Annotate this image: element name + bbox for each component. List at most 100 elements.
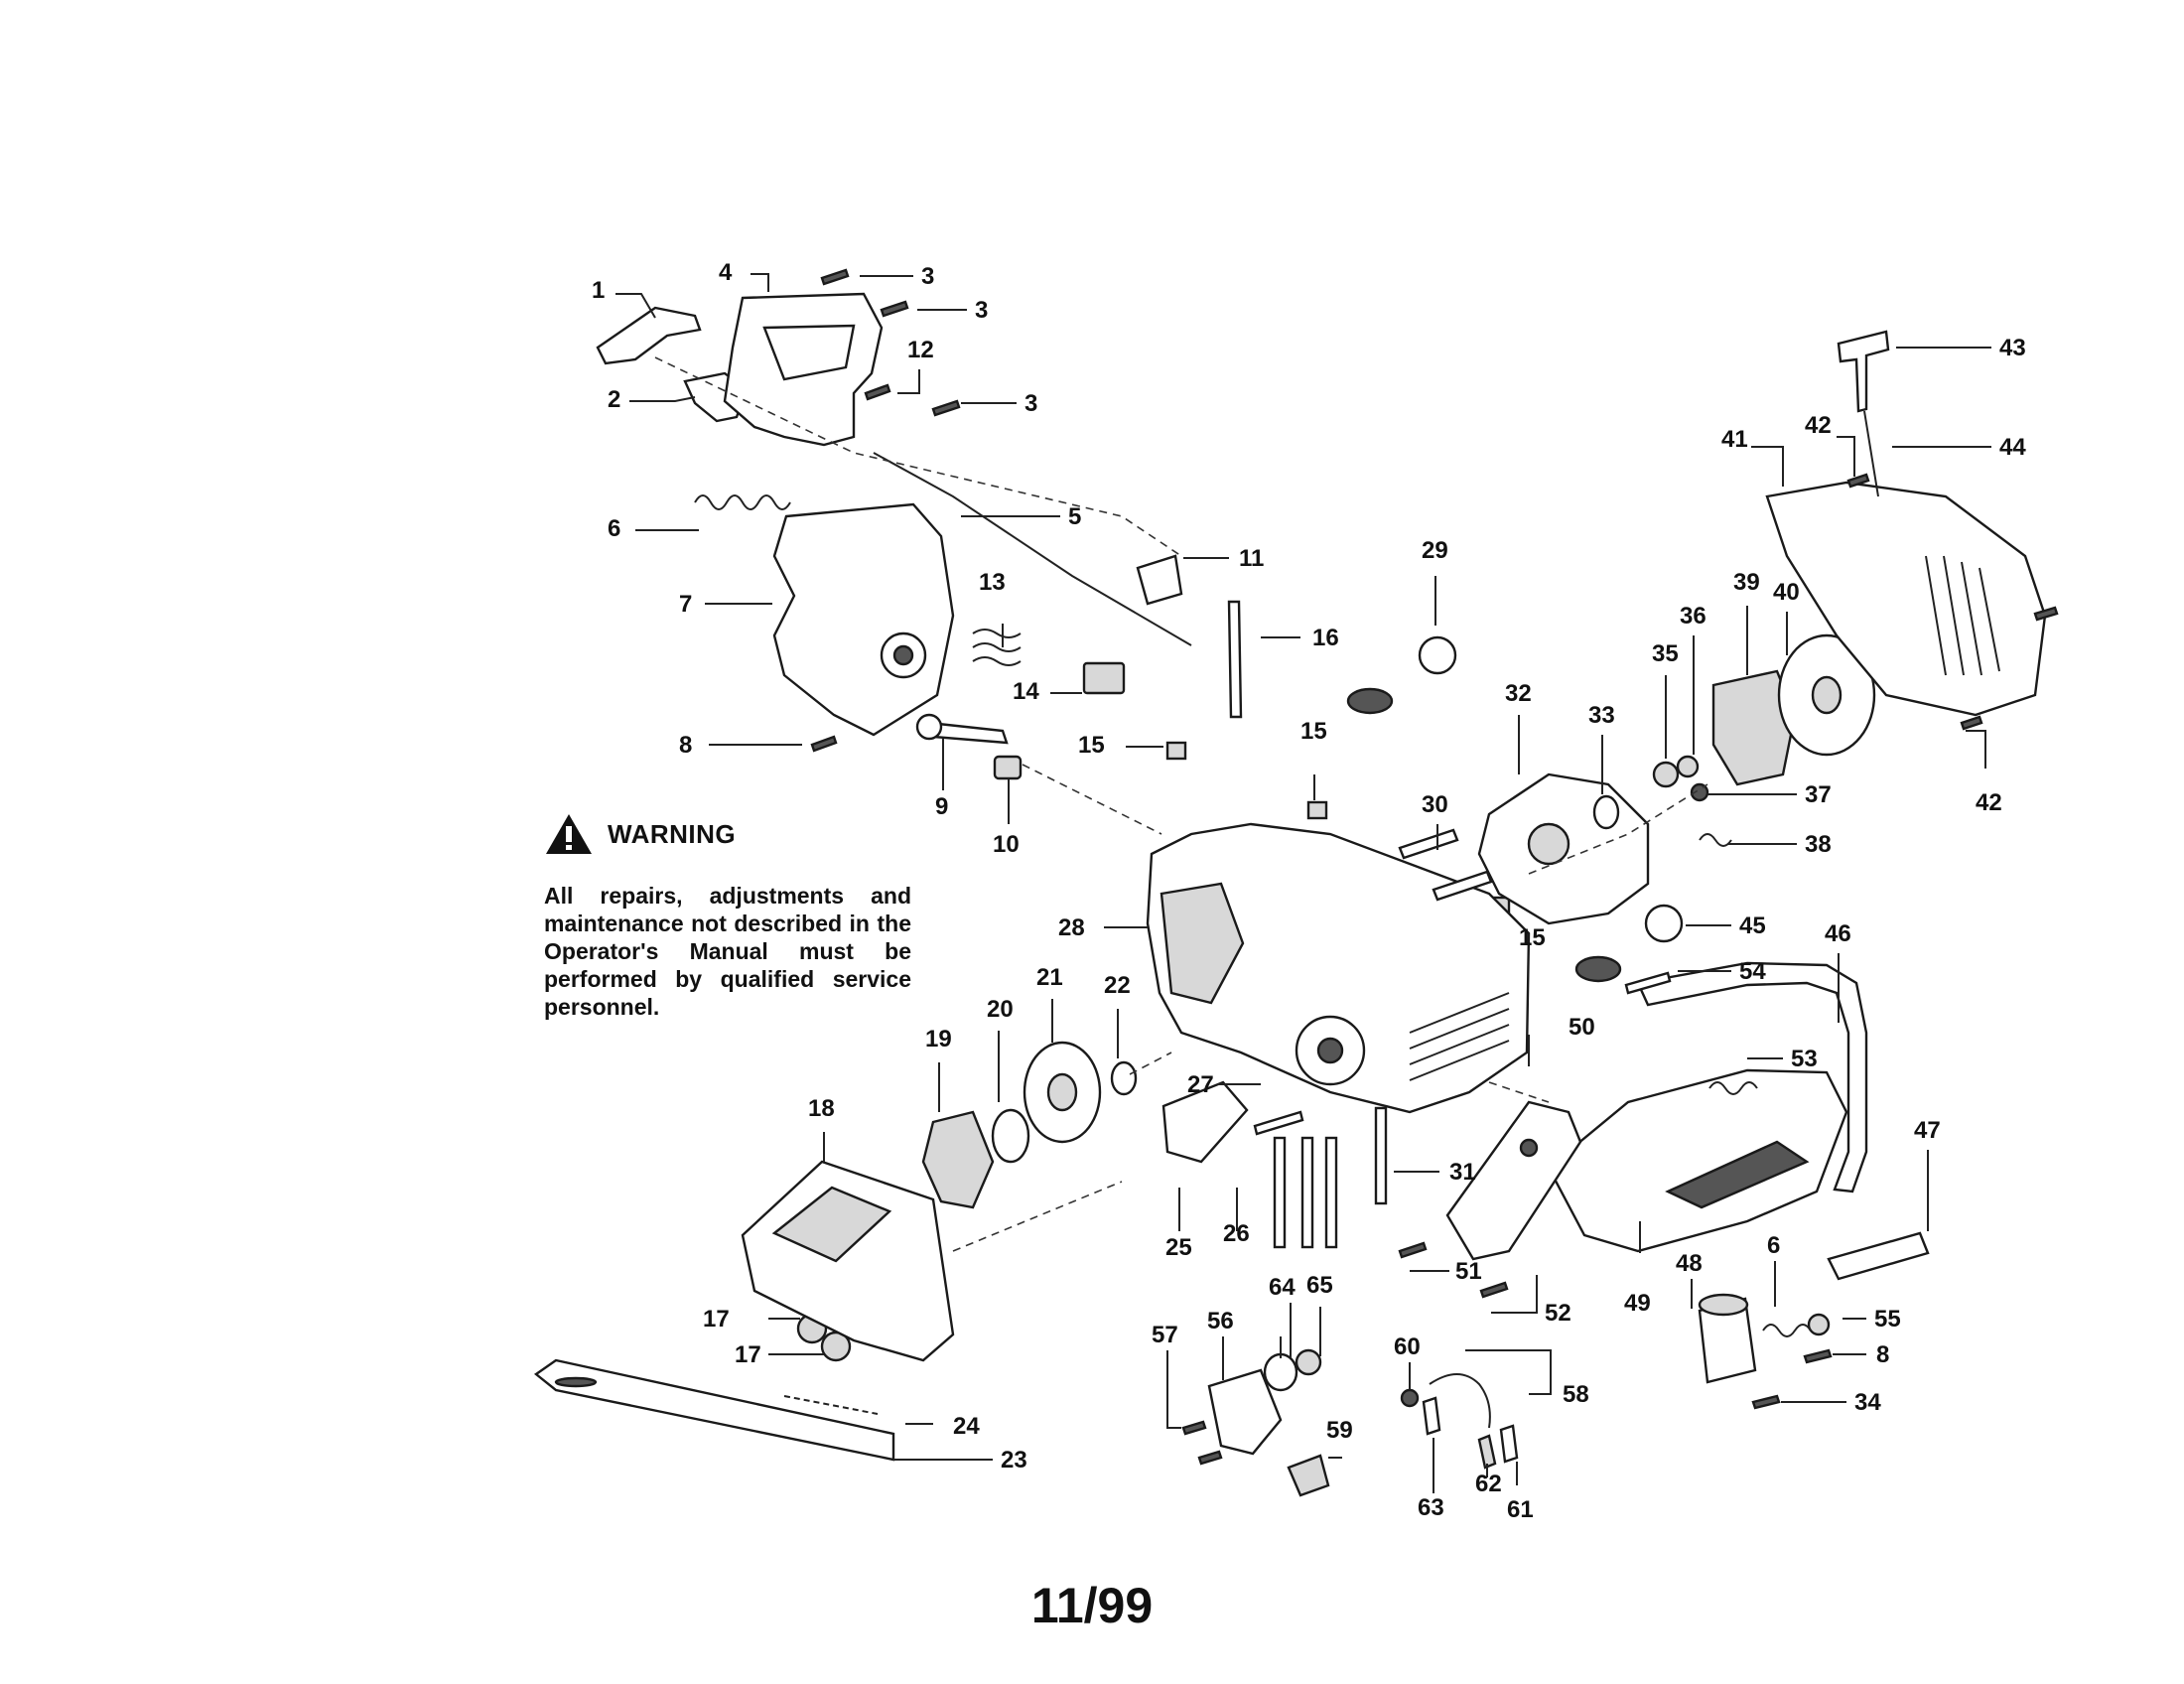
callout-40: 40 [1773,579,1800,606]
part-51-screw [1398,1241,1428,1259]
part-26-bolt [1273,1136,1287,1249]
part-27-bolt [1253,1110,1304,1136]
callout-10: 10 [993,831,1020,858]
assembly-line [952,1181,1123,1252]
part-41-vent-grille [1925,555,2000,676]
callout-8-lower: 8 [1876,1341,1889,1368]
part-64-washer [1263,1352,1298,1392]
part-22-washer [1110,1060,1138,1096]
part-52-screw [1479,1281,1509,1299]
callout-61: 61 [1507,1496,1534,1523]
part-3-screw [931,399,961,417]
part-10-clip [993,755,1023,780]
part-55-washer [1807,1313,1831,1336]
callout-25: 25 [1165,1234,1192,1261]
part-25-plate [1161,1080,1249,1164]
part-65-gear [1295,1348,1322,1376]
part-54-pin [1624,971,1672,995]
callout-14: 14 [1013,678,1039,705]
part-53-spring [1708,1081,1758,1095]
callout-20: 20 [987,996,1014,1023]
part-28-cylinder-port [1316,1037,1344,1064]
callout-11: 11 [1239,545,1264,572]
callout-29: 29 [1422,537,1448,564]
part-6-spring-lower [1762,1324,1812,1337]
callout-51: 51 [1455,1258,1482,1285]
part-26-bolt [1324,1136,1338,1249]
part-14-switch [1082,661,1126,695]
callout-56: 56 [1207,1308,1234,1334]
part-56-plate [1207,1368,1283,1456]
part-32-flywheel-hub [1527,822,1570,866]
part-23-guide-bar [533,1358,895,1462]
part-11-block [1136,554,1183,606]
part-47-label [1827,1231,1930,1281]
callout-47: 47 [1914,1117,1941,1144]
callout-15a: 15 [1078,732,1105,759]
callout-52: 52 [1545,1300,1571,1327]
part-35-nut [1652,761,1680,788]
callout-16: 16 [1312,625,1339,651]
callout-55: 55 [1874,1306,1901,1333]
callout-1: 1 [592,277,605,304]
part-49-handle-body [1547,1068,1848,1253]
callout-7: 7 [679,591,692,618]
part-62-filter [1477,1434,1497,1470]
assembly-line [1488,1081,1550,1103]
callout-30: 30 [1422,791,1448,818]
part-26-bolt [1300,1136,1314,1249]
callout-17b: 17 [735,1341,761,1368]
part-42-screw [1960,715,1983,731]
part-4-handle-opening [762,324,856,381]
callout-49: 49 [1624,1290,1651,1317]
part-30-bolt [1432,870,1493,902]
callout-12: 12 [907,337,934,363]
warning-header: WARNING [544,812,911,856]
part-49-handle-slot [1665,1140,1810,1209]
callout-17a: 17 [703,1306,730,1333]
callout-41: 41 [1721,426,1748,453]
callout-31: 31 [1449,1159,1476,1186]
callout-37: 37 [1805,781,1832,808]
part-3-screw [820,268,850,286]
assembly-line [1129,1052,1172,1075]
part-9-pin-head [915,713,943,741]
part-13-spring [972,629,1022,666]
callout-32: 32 [1505,680,1532,707]
callout-65: 65 [1306,1272,1333,1299]
callout-44: 44 [1999,434,2026,461]
part-1-throttle-trigger [596,306,702,365]
callout-57: 57 [1152,1322,1178,1348]
part-7-mount-hole [892,644,914,666]
part-50-bracket-hole [1519,1138,1539,1158]
part-31-bolt [1374,1106,1388,1205]
callout-4: 4 [719,259,733,286]
callout-21: 21 [1036,964,1063,991]
callout-26: 26 [1223,1220,1250,1247]
part-8-screw-lower [1803,1348,1833,1364]
part-12-screw [864,383,891,401]
part-30-bolt [1398,828,1459,860]
callout-6: 6 [608,515,620,542]
part-46-front-handle [1636,961,1868,1193]
part-18-sprocket-cover [741,1160,955,1362]
warning-text: All repairs, adjustments and maintenance… [544,883,911,1020]
callout-48: 48 [1676,1250,1703,1277]
part-24-saw-chain [783,1395,879,1415]
callout-19: 19 [925,1026,952,1052]
part-29-filter [1346,687,1394,715]
part-21-drum-hub [1046,1072,1078,1112]
part-42-screw [1846,473,1870,489]
part-60-fitting [1400,1388,1420,1408]
part-45-cap [1644,904,1684,943]
callout-35: 35 [1652,640,1679,667]
callout-22: 22 [1104,972,1131,999]
part-59-oil-pump [1287,1454,1330,1497]
warning-triangle-icon [546,814,592,854]
callout-6-lower: 6 [1767,1232,1780,1259]
part-40-pulley-hub [1811,675,1843,715]
part-6-spring [694,494,791,510]
part-23-bar-slot [554,1376,598,1388]
assembly-line [654,356,1182,557]
